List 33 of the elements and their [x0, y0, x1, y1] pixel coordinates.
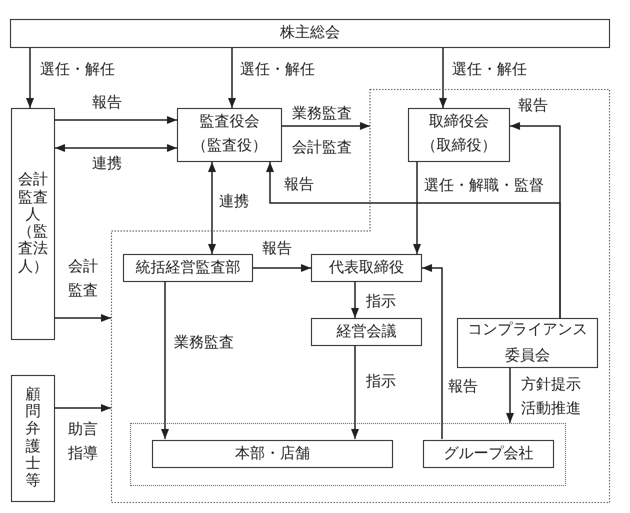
arrow	[208, 162, 216, 254]
process-box: 代表取締役	[311, 254, 422, 282]
box-title: 監査役会	[200, 113, 260, 132]
process-box	[408, 108, 510, 162]
process-box: 経営会議	[311, 318, 422, 346]
arrow	[439, 48, 447, 108]
process-box	[177, 108, 282, 162]
arrow	[506, 368, 514, 423]
arrow	[55, 314, 111, 322]
header-box: 株主総会	[10, 19, 610, 48]
arrow	[26, 48, 34, 108]
arrow	[422, 264, 443, 439]
process-box: グループ会社	[423, 440, 554, 468]
arrow	[228, 48, 236, 108]
arrow	[282, 122, 370, 130]
arrow	[253, 264, 311, 272]
arrow	[351, 346, 359, 439]
arrow	[55, 144, 177, 152]
arrow	[413, 162, 421, 254]
box-title: 取締役会	[429, 113, 489, 132]
arrow	[55, 116, 177, 124]
box-subtitle: （監査役）	[192, 137, 267, 156]
arrow	[161, 282, 169, 439]
process-box: 統括経営監査部	[123, 254, 253, 282]
vertical-box: 会計監査人（監査法人）	[11, 108, 55, 340]
arrow	[266, 162, 561, 318]
vertical-box: 顧問弁護士等	[11, 375, 55, 502]
box-subtitle: （取締役）	[422, 137, 496, 156]
process-box: コンプライアンス委員会	[457, 318, 598, 368]
process-box: 本部・店舗	[152, 440, 393, 468]
arrow	[351, 282, 359, 318]
arrow	[55, 404, 111, 412]
dotted-region	[130, 423, 566, 486]
